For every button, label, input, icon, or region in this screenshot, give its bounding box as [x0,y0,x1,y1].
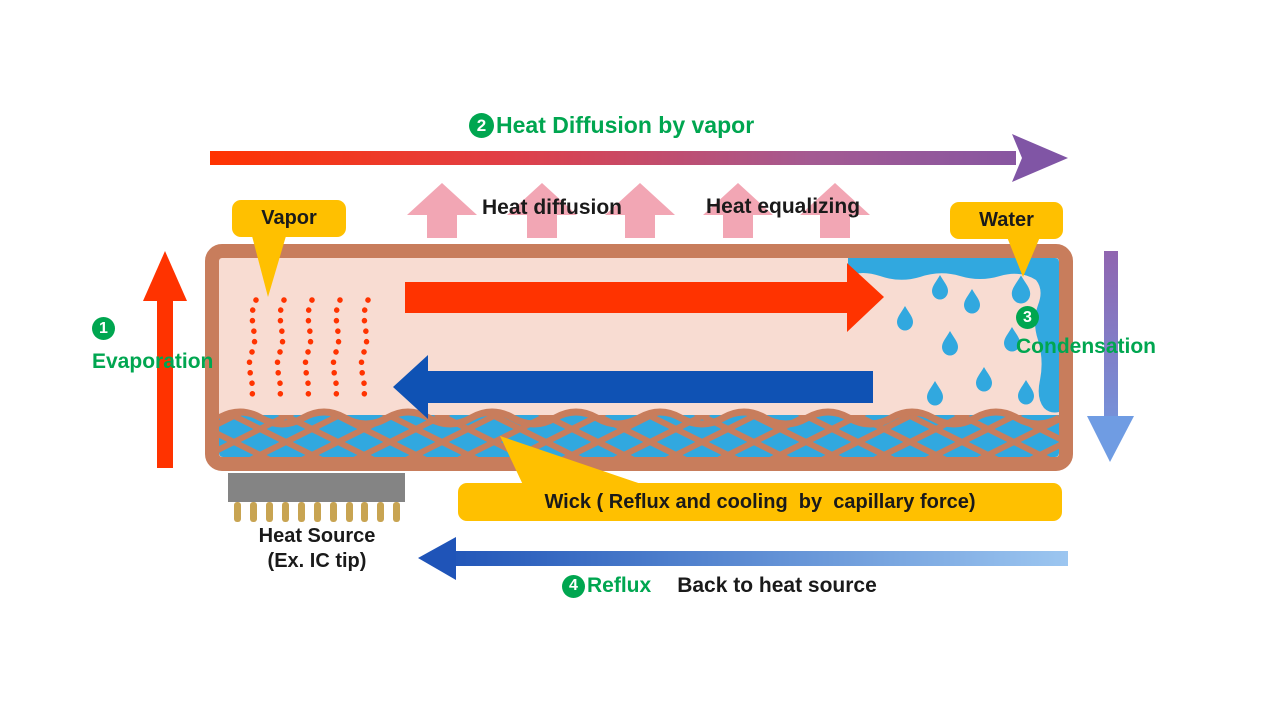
heat-rise-arrows [407,183,870,238]
condensation-arrow [1087,251,1134,462]
step-2-badge: 2 [469,113,494,138]
reflux-label: Reflux [587,574,652,597]
reflux-caption: 4 Reflux Back to heat source [562,574,877,598]
water-callout-pointer [1007,237,1040,277]
vapor-flow-arrow [405,263,884,332]
chip-pins [234,502,400,522]
condensation-label: Condensation [1016,335,1156,358]
heat-source-chip [228,473,405,522]
evaporation-arrow [143,251,187,468]
vapor-streams [246,297,371,405]
reflux-suffix-label: Back to heat source [677,574,877,597]
liquid-return-arrow [393,355,873,419]
callout-pointers [252,236,1040,487]
heat-diffusion-arrow [210,134,1068,182]
heat-source-line1: Heat Source [258,525,376,547]
water-callout: Water [950,202,1063,239]
diagram-title: 2 Heat Diffusion by vapor [469,112,754,139]
vapor-callout-pointer [252,236,286,297]
step-1-badge: 1 [92,317,115,340]
heat-source-line2: (Ex. IC tip) [267,550,367,572]
wick-callout-pointer [500,436,650,487]
step-3-badge: 3 [1016,306,1039,329]
water-film [848,258,1059,413]
heat-diffusion-label: Heat diffusion [482,196,622,219]
wick-layer [219,408,1059,457]
wick-callout: Wick ( Reflux and cooling by capillary f… [458,483,1062,521]
heat-source-caption: Heat Source (Ex. IC tip) [228,524,406,574]
title-text: Heat Diffusion by vapor [496,112,755,138]
heat-equalizing-label: Heat equalizing [706,195,861,218]
step-4-badge: 4 [562,574,585,598]
vapor-callout: Vapor [232,200,346,237]
evaporation-label: Evaporation [92,350,214,373]
reflux-arrow [418,537,1068,580]
